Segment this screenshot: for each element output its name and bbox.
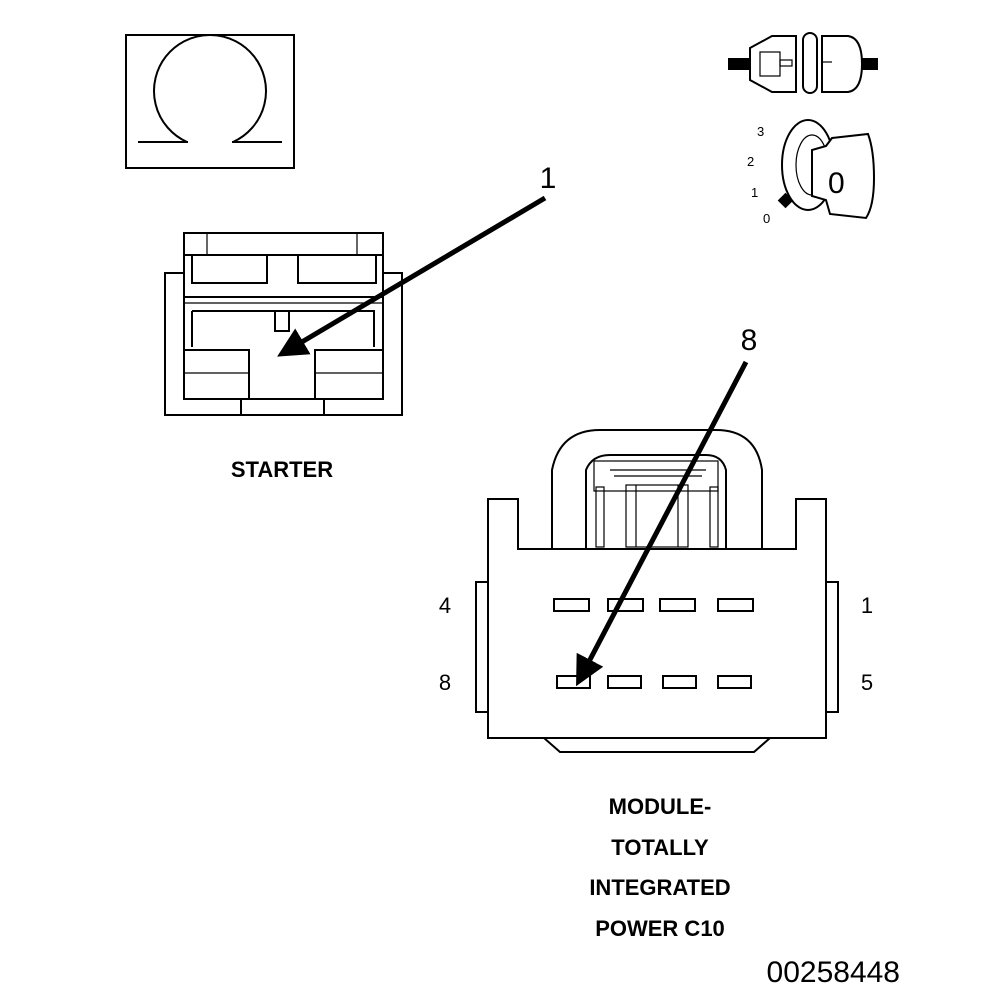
cavity-7: [607, 675, 642, 689]
module-tipm-c10-connector: [475, 429, 839, 753]
ignition-position-2: 2: [747, 154, 754, 169]
callout-number-8: 8: [741, 324, 758, 357]
ignition-key-off-icon: 3 2 1 0 0: [747, 119, 876, 226]
module-label-line-4: POWER C10: [595, 916, 725, 941]
starter-label: STARTER: [231, 457, 333, 482]
ohm-meter-icon: [125, 34, 295, 169]
pin-label-left-top: 4: [439, 593, 451, 618]
cavity-4: [553, 598, 590, 612]
cavity-6: [662, 675, 697, 689]
disconnected-connector-icon: [728, 32, 878, 94]
starter-connector: [164, 232, 403, 416]
cavity-1: [717, 598, 754, 612]
figure-id: 00258448: [767, 956, 900, 989]
pin-label-left-bottom: 8: [439, 670, 451, 695]
cavity-2: [659, 598, 696, 612]
ignition-position-0: 0: [763, 211, 770, 226]
callout-number-1: 1: [540, 162, 557, 195]
ignition-position-3: 3: [757, 124, 764, 139]
pin-label-right-top: 1: [861, 593, 873, 618]
cavity-5: [717, 675, 752, 689]
callout-arrow-1: [277, 195, 547, 357]
module-label-line-2: TOTALLY: [611, 835, 709, 860]
cavity-3: [607, 598, 644, 612]
module-label-line-1: MODULE-: [609, 794, 712, 819]
ignition-position-1: 1: [751, 185, 758, 200]
ignition-key-label: 0: [828, 167, 845, 200]
module-label-line-3: INTEGRATED: [589, 875, 730, 900]
callout-arrow-8: [576, 360, 749, 687]
pin-label-right-bottom: 5: [861, 670, 873, 695]
